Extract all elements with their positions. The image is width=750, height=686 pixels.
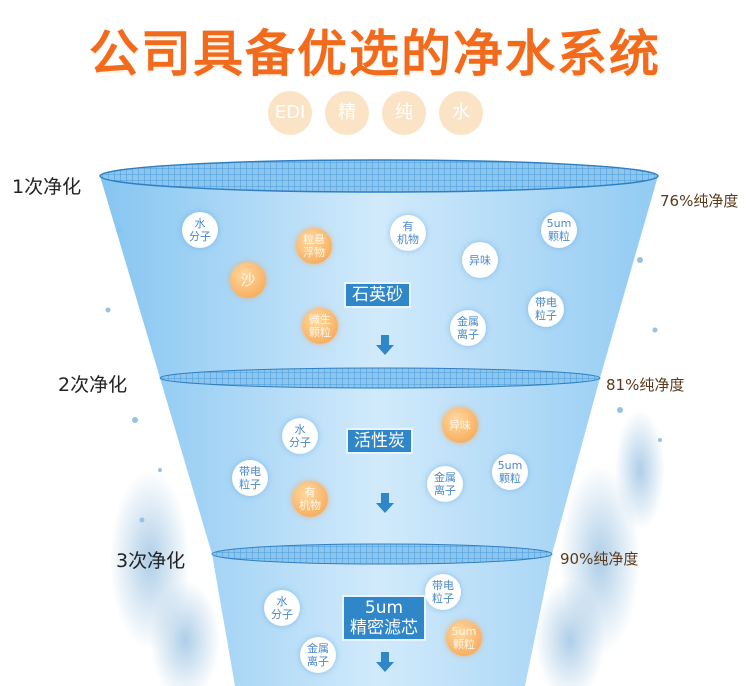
stage-2-label: 2次净化 — [58, 374, 128, 396]
water-splash-left — [105, 227, 220, 686]
stage-2-purity: 81%纯净度 — [606, 376, 685, 394]
chip-jing: 精 — [325, 91, 369, 135]
filter-media-activated-carbon: 活性炭 — [346, 428, 413, 454]
filter-media-quartz-sand: 石英砂 — [344, 282, 411, 308]
particle-water-molecule: 水分子 — [264, 590, 300, 626]
stage-3-purity: 90%纯净度 — [560, 550, 639, 568]
chip-chun: 纯 — [382, 91, 426, 135]
particle-charged: 带电粒子 — [425, 574, 461, 610]
particle-metal-ion: 金属离子 — [300, 637, 336, 673]
particle-organic: 有机物 — [390, 215, 426, 251]
particle-water-molecule: 水分子 — [182, 212, 218, 248]
particle-water-molecule: 水分子 — [282, 418, 318, 454]
stage-1-label: 1次净化 — [12, 176, 82, 198]
down-arrow-icon — [376, 493, 394, 513]
chip-shui: 水 — [439, 91, 483, 135]
down-arrow-icon — [376, 335, 394, 355]
particle-odor: 异味 — [462, 242, 498, 278]
particle-microbe: 微生颗粒 — [302, 308, 338, 344]
particle-organic: 有机物 — [292, 481, 328, 517]
particle-metal-ion: 金属离子 — [427, 466, 463, 502]
particle-metal-ion: 金属离子 — [450, 310, 486, 346]
filter-layer-1 — [99, 159, 659, 193]
chip-edi: EDI — [268, 91, 312, 135]
filter-layer-3 — [211, 543, 553, 565]
stage-3-label: 3次净化 — [116, 550, 186, 572]
water-splash-right — [535, 257, 665, 686]
particle-sand: 沙 — [230, 262, 266, 298]
particle-charged: 带电粒子 — [528, 291, 564, 327]
down-arrow-icon — [376, 652, 394, 672]
page-title: 公司具备优选的净水系统 — [89, 25, 661, 83]
filter-layer-2 — [159, 367, 601, 389]
particle-odor: 异味 — [442, 407, 478, 443]
particle-suspended-solids: 粒悬浮物 — [296, 228, 332, 264]
stage-1-purity: 76%纯净度 — [660, 192, 739, 210]
particle-charged: 带电粒子 — [232, 460, 268, 496]
